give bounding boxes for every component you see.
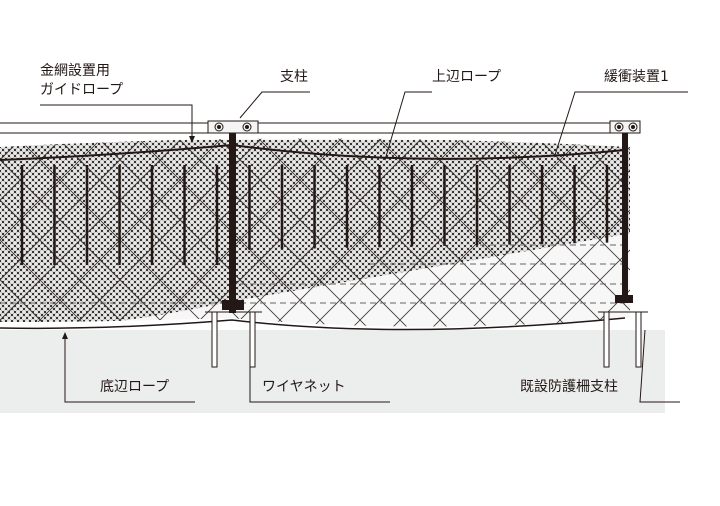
post <box>222 133 633 313</box>
ground <box>0 330 665 413</box>
label-guide-rope-1: 金網設置用 <box>40 63 110 79</box>
wire-net <box>0 138 630 327</box>
label-bottom-rope: 底辺ロープ <box>100 379 170 395</box>
leader-lines <box>40 91 688 403</box>
label-guide-rope-2: ガイドロープ <box>40 82 124 98</box>
label-existing-post: 既設防護柵支柱 <box>520 379 618 395</box>
label-post: 支柱 <box>280 69 308 85</box>
bottom-rope <box>0 317 626 331</box>
hangers <box>20 165 609 265</box>
leader-arrows <box>62 136 195 339</box>
existing-posts <box>205 311 648 368</box>
top-rope <box>0 143 626 161</box>
label-top-rope: 上辺ロープ <box>432 69 502 85</box>
guide-rail <box>0 120 641 134</box>
label-buffer: 緩衝装置1 <box>604 69 669 85</box>
dashed-lines <box>0 244 625 304</box>
label-wire-net: ワイヤネット <box>262 379 346 395</box>
